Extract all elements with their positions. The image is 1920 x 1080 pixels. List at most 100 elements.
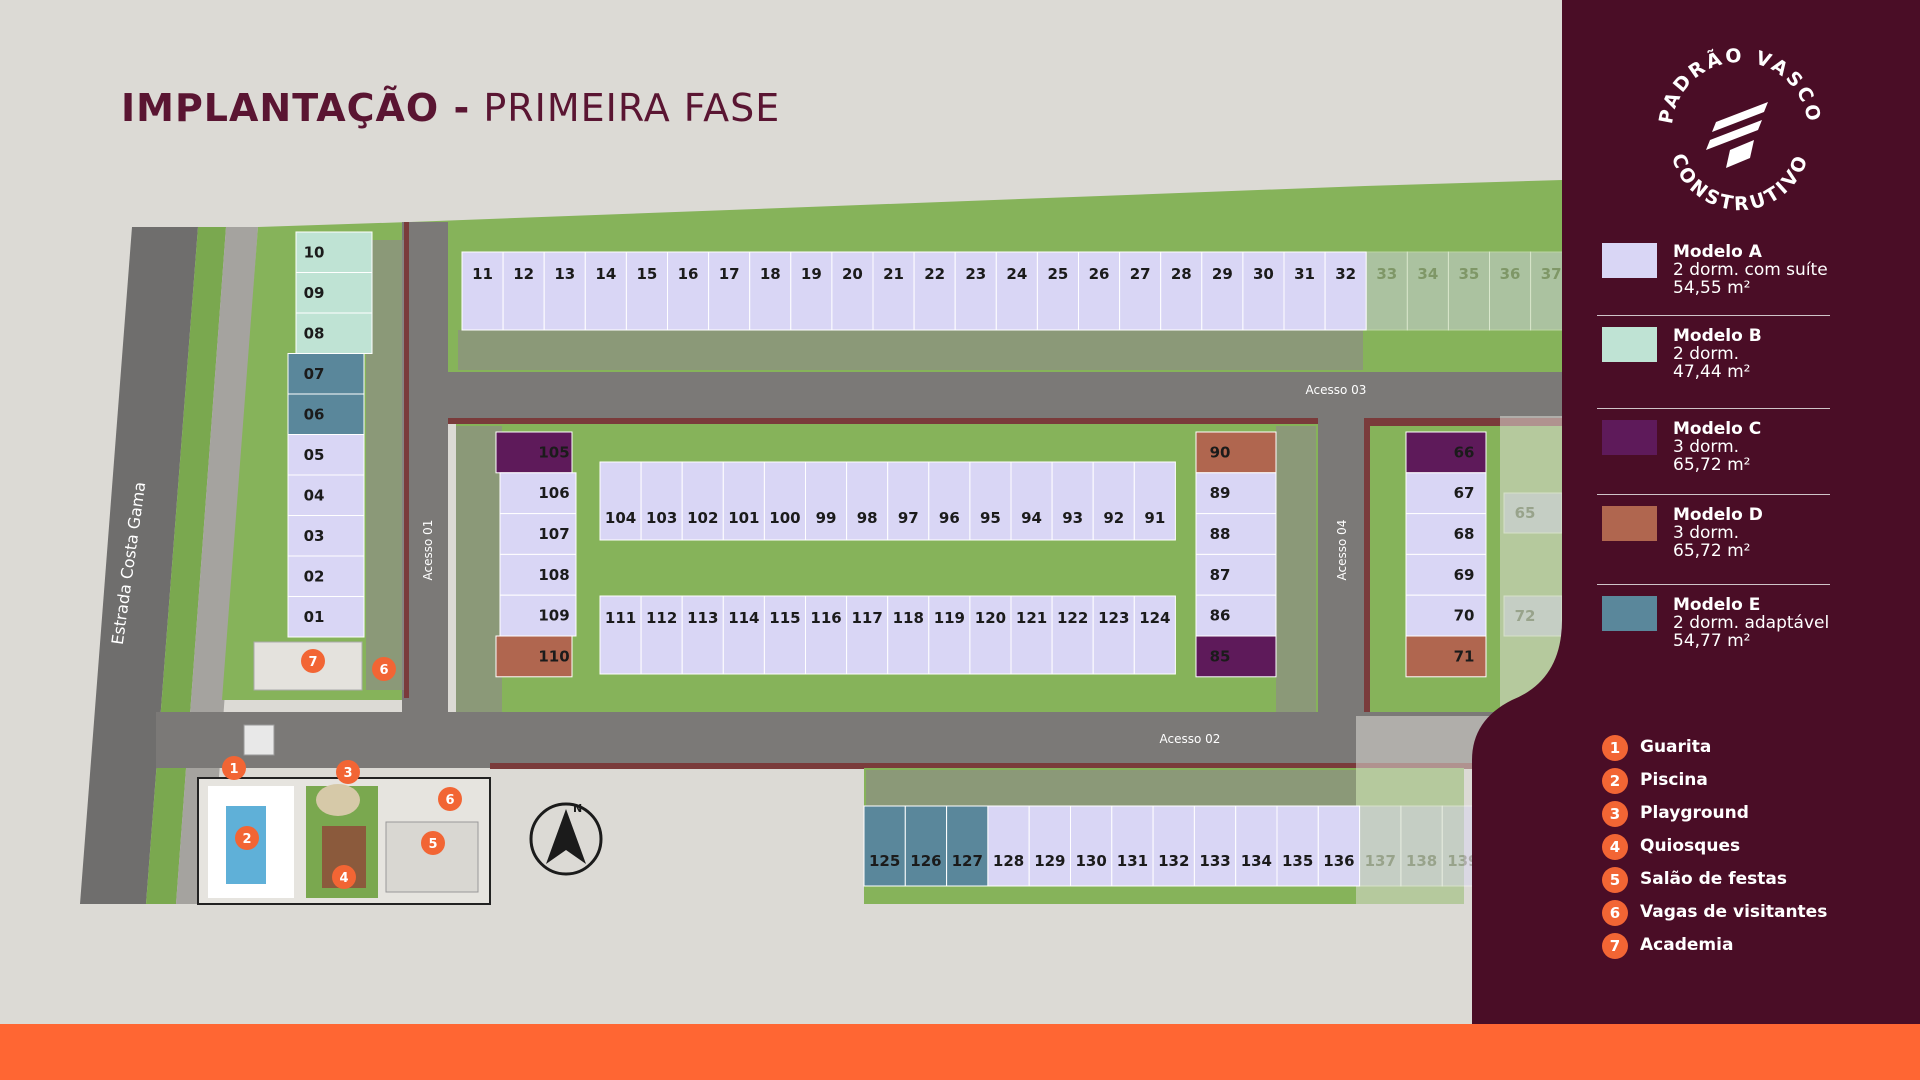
lot-05[interactable]: 05 xyxy=(287,434,365,476)
lot-23[interactable]: 23 xyxy=(954,251,997,331)
lot-87[interactable]: 87 xyxy=(1195,553,1277,596)
lot-136[interactable]: 136 xyxy=(1317,805,1361,887)
lot-137[interactable]: 137 xyxy=(1359,805,1402,887)
amenity-marker-6[interactable]: 6 xyxy=(372,657,396,681)
lot-07[interactable]: 07 xyxy=(287,353,365,395)
amenity-marker-2[interactable]: 2 xyxy=(235,826,259,850)
lot-134[interactable]: 134 xyxy=(1235,805,1278,887)
amenity-marker-4[interactable]: 4 xyxy=(332,865,356,889)
lot-71[interactable]: 71 xyxy=(1405,635,1487,678)
lot-26[interactable]: 26 xyxy=(1078,251,1121,331)
lot-119[interactable]: 119 xyxy=(928,595,971,675)
lot-31[interactable]: 31 xyxy=(1283,251,1326,331)
lot-103[interactable]: 103 xyxy=(640,461,683,541)
lot-29[interactable]: 29 xyxy=(1201,251,1244,331)
amenity-marker-3[interactable]: 3 xyxy=(336,760,360,784)
amenity-marker-7[interactable]: 7 xyxy=(301,649,325,673)
lot-70[interactable]: 70 xyxy=(1405,594,1487,637)
lot-36[interactable]: 36 xyxy=(1489,251,1532,331)
lot-67[interactable]: 67 xyxy=(1405,472,1487,515)
lot-130[interactable]: 130 xyxy=(1070,805,1113,887)
lot-116[interactable]: 116 xyxy=(805,595,848,675)
lot-28[interactable]: 28 xyxy=(1160,251,1203,331)
lot-104[interactable]: 104 xyxy=(599,461,642,541)
lot-107[interactable]: 107 xyxy=(499,513,577,555)
lot-118[interactable]: 118 xyxy=(887,595,930,675)
lot-108[interactable]: 108 xyxy=(499,553,577,596)
lot-01[interactable]: 01 xyxy=(287,596,365,638)
lot-129[interactable]: 129 xyxy=(1028,805,1071,887)
lot-111[interactable]: 111 xyxy=(599,595,642,675)
lot-33[interactable]: 33 xyxy=(1365,251,1408,331)
lot-35[interactable]: 35 xyxy=(1447,251,1491,331)
lot-91[interactable]: 91 xyxy=(1133,461,1176,541)
lot-22[interactable]: 22 xyxy=(913,251,956,331)
lot-115[interactable]: 115 xyxy=(763,595,807,675)
lot-123[interactable]: 123 xyxy=(1092,595,1135,675)
amenity-marker-5[interactable]: 5 xyxy=(421,831,445,855)
lot-03[interactable]: 03 xyxy=(287,515,365,557)
lot-15[interactable]: 15 xyxy=(625,251,669,331)
lot-98[interactable]: 98 xyxy=(846,461,889,541)
lot-18[interactable]: 18 xyxy=(749,251,792,331)
lot-24[interactable]: 24 xyxy=(995,251,1038,331)
lot-10[interactable]: 10 xyxy=(295,231,373,273)
lot-19[interactable]: 19 xyxy=(790,251,833,331)
lot-25[interactable]: 25 xyxy=(1036,251,1080,331)
lot-13[interactable]: 13 xyxy=(543,251,586,331)
lot-122[interactable]: 122 xyxy=(1051,595,1094,675)
lot-09[interactable]: 09 xyxy=(295,272,373,314)
lot-93[interactable]: 93 xyxy=(1051,461,1094,541)
lot-126[interactable]: 126 xyxy=(904,805,948,887)
lot-138[interactable]: 138 xyxy=(1400,805,1443,887)
lot-113[interactable]: 113 xyxy=(681,595,724,675)
lot-110[interactable]: 110 xyxy=(495,635,573,678)
lot-21[interactable]: 21 xyxy=(872,251,915,331)
lot-92[interactable]: 92 xyxy=(1092,461,1135,541)
lot-06[interactable]: 06 xyxy=(287,393,365,435)
lot-127[interactable]: 127 xyxy=(946,805,989,887)
amenity-marker-6[interactable]: 6 xyxy=(438,787,462,811)
lot-04[interactable]: 04 xyxy=(287,474,365,516)
lot-101[interactable]: 101 xyxy=(722,461,765,541)
lot-27[interactable]: 27 xyxy=(1119,251,1162,331)
lot-99[interactable]: 99 xyxy=(805,461,848,541)
lot-121[interactable]: 121 xyxy=(1010,595,1053,675)
lot-94[interactable]: 94 xyxy=(1010,461,1053,541)
lot-109[interactable]: 109 xyxy=(499,594,577,637)
lot-30[interactable]: 30 xyxy=(1242,251,1285,331)
lot-125[interactable]: 125 xyxy=(863,805,906,887)
lot-106[interactable]: 106 xyxy=(499,472,577,515)
lot-131[interactable]: 131 xyxy=(1111,805,1154,887)
lot-133[interactable]: 133 xyxy=(1193,805,1237,887)
lot-02[interactable]: 02 xyxy=(287,555,365,597)
lot-66[interactable]: 66 xyxy=(1405,431,1487,474)
lot-08[interactable]: 08 xyxy=(295,312,373,354)
lot-124[interactable]: 124 xyxy=(1133,595,1176,675)
lot-32[interactable]: 32 xyxy=(1324,251,1367,331)
lot-89[interactable]: 89 xyxy=(1195,472,1277,515)
lot-117[interactable]: 117 xyxy=(846,595,889,675)
lot-85[interactable]: 85 xyxy=(1195,635,1277,678)
lot-95[interactable]: 95 xyxy=(969,461,1012,541)
amenity-marker-1[interactable]: 1 xyxy=(222,756,246,780)
lot-128[interactable]: 128 xyxy=(987,805,1030,887)
lot-69[interactable]: 69 xyxy=(1405,553,1487,596)
lot-114[interactable]: 114 xyxy=(722,595,765,675)
lot-14[interactable]: 14 xyxy=(584,251,627,331)
lot-88[interactable]: 88 xyxy=(1195,513,1277,555)
lot-68[interactable]: 68 xyxy=(1405,513,1487,555)
lot-86[interactable]: 86 xyxy=(1195,594,1277,637)
lot-11[interactable]: 11 xyxy=(461,251,504,331)
lot-135[interactable]: 135 xyxy=(1276,805,1319,887)
lot-72[interactable]: 72 xyxy=(1503,595,1563,637)
lot-97[interactable]: 97 xyxy=(887,461,930,541)
lot-90[interactable]: 90 xyxy=(1195,431,1277,474)
lot-105[interactable]: 105 xyxy=(495,431,573,474)
lot-34[interactable]: 34 xyxy=(1406,251,1449,331)
lot-12[interactable]: 12 xyxy=(502,251,545,331)
lot-20[interactable]: 20 xyxy=(831,251,874,331)
lot-112[interactable]: 112 xyxy=(640,595,683,675)
lot-100[interactable]: 100 xyxy=(763,461,807,541)
lot-102[interactable]: 102 xyxy=(681,461,724,541)
